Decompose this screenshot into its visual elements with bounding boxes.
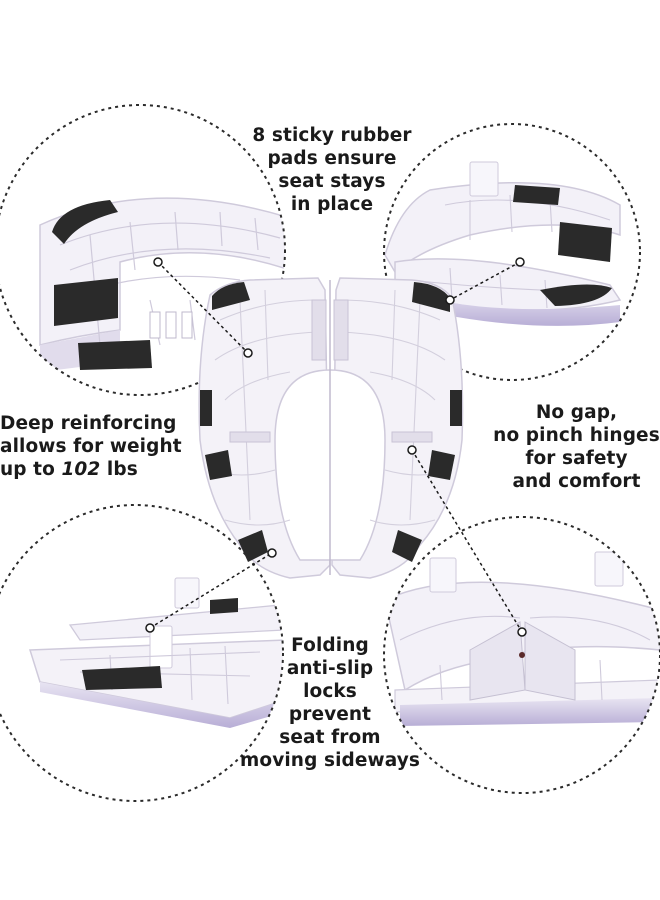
callout-line: in place [290,194,374,215]
rubber-pad [540,284,612,306]
pointer-dot [407,445,417,455]
callout-line: prevent [288,704,372,725]
zoom-circle-reinforcing [0,504,284,802]
callout-line: anti-slip [286,658,374,679]
rubber-pad [54,278,118,326]
rubber-pad [52,200,118,244]
dashed-zoom-circle [0,104,286,396]
pointer-dot [515,257,525,267]
dashed-zoom-circle [383,123,641,381]
callout-line: No gap, [535,402,618,423]
rubber-pad [238,530,268,562]
callout-line: up to 102 lbs [0,458,185,481]
callout-text: lbs [100,459,138,480]
dashed-zoom-circle [0,504,284,802]
callout-line: seat stays [278,171,386,192]
pointer-dot [445,295,455,305]
rubber-pad [205,450,232,480]
rubber-pad [558,222,612,262]
callout-hinges: No gap, no pinch hinges for safety and c… [493,401,660,493]
pointer-lines [149,261,523,633]
callout-line: Folding [291,635,369,656]
callout-locks: Folding anti-slip locks prevent seat fro… [230,634,430,772]
pointer-dot [145,623,155,633]
callout-line: locks [303,681,357,702]
rubber-pad [210,598,238,614]
callout-text: up to [0,459,62,480]
callout-reinforcing: Deep reinforcing allows for weight up to… [0,412,185,481]
rubber-pad [82,666,162,690]
pointer-dot [517,627,527,637]
pointer-dot [153,257,163,267]
rubber-pad [78,340,152,370]
weight-limit-number: 102 [61,459,101,480]
pointer-dot [243,348,253,358]
callout-line: for safety [525,448,628,469]
callout-line: pads ensure [267,148,397,169]
rubber-pad [412,282,450,312]
callout-line: Deep reinforcing [0,413,177,434]
rubber-pad [200,390,212,426]
rubber-pad [513,185,560,205]
callout-line: 8 sticky rubber [252,125,412,146]
callout-line: no pinch hinges [493,425,660,446]
pointer-dot [267,548,277,558]
rubber-pad [212,282,250,310]
callout-line: allows for weight [0,436,182,457]
rubber-pad [450,390,462,426]
callout-line: seat from [279,727,381,748]
rubber-pad [392,530,422,562]
callout-sticky-pads: 8 sticky rubber pads ensure seat stays i… [232,124,432,216]
potty-seat [198,277,464,579]
callout-line: and comfort [512,471,641,492]
callout-line: moving sideways [240,750,420,771]
rubber-pad [428,450,455,480]
